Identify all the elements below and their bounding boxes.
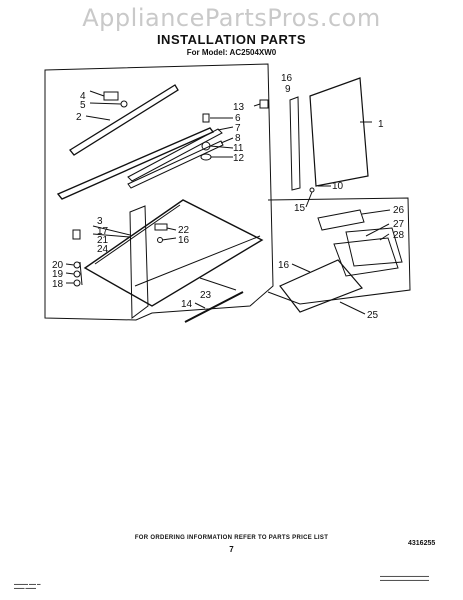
- callout-13: 13: [233, 102, 245, 113]
- callout-24: 23: [200, 290, 212, 301]
- callout-10: 10: [332, 181, 344, 192]
- callout-17: 16: [178, 235, 190, 246]
- callout-25: 24: [97, 244, 109, 255]
- part-screw-5: [120, 100, 128, 108]
- callout-1: 1: [378, 119, 384, 130]
- callout-22: 21: [97, 235, 109, 246]
- callout-3: 3: [97, 216, 103, 227]
- model-subtitle: For Model: AC2504XW0: [186, 48, 277, 57]
- part-clip-13: [259, 99, 269, 109]
- callout-21: 20: [52, 260, 64, 271]
- part-screw-6: [202, 113, 210, 123]
- callout-27: 26: [393, 205, 405, 216]
- part-filter-frame-16: [289, 96, 301, 191]
- callout-29: 28: [393, 230, 405, 241]
- callout-9: 9: [285, 84, 291, 95]
- filter-box-outline: [267, 197, 411, 305]
- part-leg-25: [129, 205, 149, 319]
- part-mesh-28: [333, 237, 399, 277]
- fine-print-left: ▬▬▬▬ ▬▬ ▬▬▬▬ ▬▬▬: [14, 582, 41, 590]
- part-strip-8: [127, 140, 224, 189]
- part-strip-7: [127, 128, 223, 182]
- part-bracket-4: [103, 91, 119, 101]
- part-number: 4316255: [408, 540, 436, 547]
- part-screw-17: [157, 237, 163, 243]
- callout-15: 15: [294, 203, 306, 214]
- watermark-text: AppliancePartsPros.com: [82, 4, 381, 32]
- callout-6: 6: [235, 113, 241, 124]
- callout-14: 14: [181, 299, 193, 310]
- part-bracket-23: [154, 223, 168, 231]
- callout-12: 12: [233, 153, 245, 164]
- callout-11: 11: [233, 143, 244, 154]
- part-screw-18: [72, 229, 81, 240]
- callout-7: 7: [235, 123, 241, 134]
- callout-4: 4: [80, 91, 86, 102]
- callout-28: 27: [393, 219, 405, 230]
- part-bar-14: [184, 291, 244, 323]
- part-nut-11: [201, 141, 211, 151]
- callout-26: 25: [367, 310, 379, 321]
- callout-19: 18: [52, 279, 64, 290]
- frame-outline: [44, 63, 274, 321]
- callout-labels: 4 5 2 13 6 7 8 11 12 16 9 1 10 15 3 17 2…: [52, 73, 405, 321]
- page-number: 7: [229, 545, 234, 554]
- part-nut-19: [73, 279, 81, 287]
- part-mesh-16b: [279, 259, 364, 313]
- part-foam-27: [317, 209, 365, 231]
- callout-20: 19: [52, 269, 64, 280]
- callout-18: 17: [97, 226, 109, 237]
- page-title: INSTALLATION PARTS: [156, 32, 307, 47]
- part-washer-20: [73, 270, 81, 278]
- part-mesh-29: [345, 227, 403, 267]
- part-rail-3: [56, 127, 215, 200]
- callout-8: 8: [235, 133, 241, 144]
- part-screw-21: [73, 261, 81, 269]
- callout-16-bottom: 16: [278, 260, 290, 271]
- part-support-24: [83, 199, 264, 307]
- part-rail-2: [69, 84, 179, 156]
- callout-5: 5: [80, 100, 86, 111]
- ordering-note: FOR ORDERING INFORMATION REFER TO PARTS …: [134, 535, 329, 541]
- part-filter-panel-1: [309, 77, 369, 187]
- part-washer-12: [200, 153, 212, 161]
- callout-2: 2: [76, 112, 82, 123]
- callout-23: 22: [178, 225, 190, 236]
- fine-print-right: ▬▬▬▬▬▬▬▬▬▬▬▬▬▬▬▬▬▬▬▬▬▬▬▬▬▬▬▬: [380, 574, 429, 582]
- callout-16-top: 16: [281, 73, 293, 84]
